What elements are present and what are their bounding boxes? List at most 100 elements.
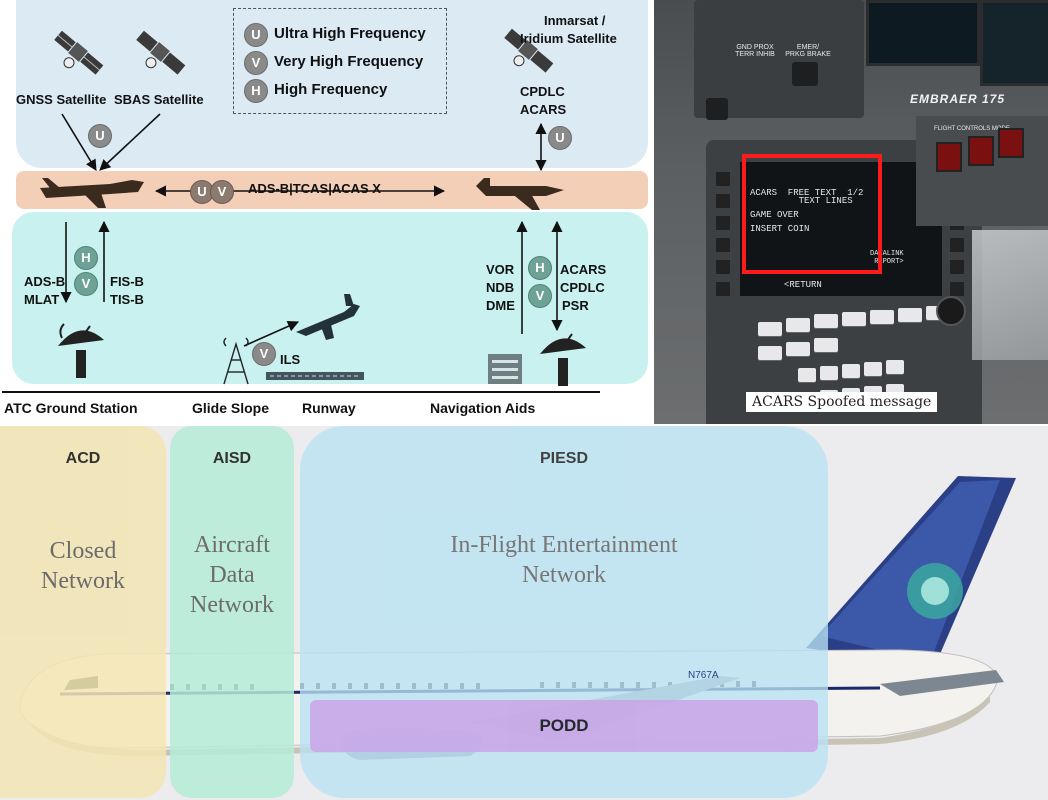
sbas-satellite-icon <box>136 30 186 75</box>
vhf-badge-atc: V <box>74 272 98 296</box>
vor-label: VOR <box>486 262 515 277</box>
hf-badge-nav: H <box>528 256 552 280</box>
screen-line-4: INSERT COIN <box>750 224 810 234</box>
spoofed-message-highlight <box>742 154 882 274</box>
vhf-badge: V <box>244 51 268 75</box>
uhf-badge: U <box>244 23 268 47</box>
nav-building-icon <box>488 354 522 384</box>
embraer-brand: EMBRAER 175 <box>910 92 1006 106</box>
red-indicator-3 <box>998 128 1024 158</box>
flight-controls-label: FLIGHT CONTROLS MODE <box>934 126 1010 132</box>
piesd-body-line-1: In-Flight Entertainment <box>450 532 678 558</box>
screen-line-3: GAME OVER <box>750 210 799 220</box>
comm-diagram: U Ultra High Frequency V Very High Frequ… <box>0 0 652 424</box>
inmarsat-label-line1: Inmarsat / <box>544 13 606 28</box>
podd-label: PODD <box>539 716 589 735</box>
key-e <box>886 360 904 374</box>
aisd-zone: AISD Aircraft Data Network <box>170 426 294 798</box>
key-b <box>820 366 838 380</box>
atc-dish-icon <box>58 323 104 378</box>
piesd-zone-title: PIESD <box>539 450 588 467</box>
acd-zone: ACD Closed Network <box>0 426 166 798</box>
vhf-badge-air: V <box>210 180 234 204</box>
aircraft-left-icon <box>40 178 144 208</box>
key-c <box>842 364 860 378</box>
glare-shield <box>972 230 1048 360</box>
aisd-body-line-3: Network <box>190 592 274 618</box>
photo-caption: ACARS Spoofed message <box>746 392 938 412</box>
hf-badge-atc: H <box>74 246 98 270</box>
diagram-lines <box>2 28 600 393</box>
atc-ground-station-label: ATC Ground Station <box>4 400 138 416</box>
aircraft-domains: ACD Closed Network AISD Aircraft Data Ne… <box>0 426 1048 800</box>
mcdu-knob <box>936 296 966 326</box>
key-menu <box>758 346 782 360</box>
inmarsat-satellite-icon <box>504 28 554 73</box>
key-dlk <box>786 342 810 356</box>
aircraft-right-icon <box>476 178 564 210</box>
glide-slope-tower-icon <box>223 337 249 385</box>
acd-body-line-1: Closed <box>49 538 117 564</box>
aisd-zone-title: AISD <box>212 450 252 467</box>
gnss-satellite-label: GNSS Satellite <box>16 92 107 107</box>
legend-uhf-label: Ultra High Frequency <box>274 25 426 42</box>
key-a <box>798 368 816 382</box>
screen-line-2: TEXT LINES <box>750 196 853 206</box>
gnss-satellite-icon <box>54 30 104 75</box>
dme-label: DME <box>486 298 515 313</box>
hf-badge: H <box>244 79 268 103</box>
legend-vhf-label: Very High Frequency <box>274 53 424 70</box>
key-next <box>814 338 838 352</box>
vhf-badge-nav: V <box>528 284 552 308</box>
tis-b-label: TIS-B <box>110 292 144 307</box>
tail-logo-icon <box>907 563 963 619</box>
cockpit-photo: GND PROX TERR INHIB EMER/ PRKG BRAKE EMB… <box>654 0 1048 424</box>
piesd-zone-body: In-Flight Entertainment Network <box>300 530 828 590</box>
air-link-label: ADS-B|TCAS|ACAS X <box>248 181 381 196</box>
key-nav <box>786 318 810 332</box>
mfd-display <box>980 0 1048 86</box>
psr-label: PSR <box>562 298 589 313</box>
acd-zone-title: ACD <box>65 450 101 467</box>
aisd-zone-body: Aircraft Data Network <box>170 530 294 620</box>
satcom-acars-label: ACARS <box>520 102 567 117</box>
gnd-prox-switch <box>706 98 728 120</box>
acd-body-line-2: Network <box>41 568 125 594</box>
nav-acars-label: ACARS <box>560 262 607 277</box>
mlat-label: MLAT <box>24 292 60 307</box>
gnd-prox-label: GND PROX TERR INHIB <box>735 44 775 58</box>
piesd-body-line-2: Network <box>522 562 606 588</box>
key-rte <box>898 308 922 322</box>
nav-cpdlc-label: CPDLC <box>560 280 605 295</box>
emer-brake-switch <box>792 62 818 86</box>
uhf-badge-satellites: U <box>88 124 112 148</box>
acd-zone-body: Closed Network <box>0 536 166 596</box>
key-fpl <box>842 312 866 326</box>
sbas-satellite-label: SBAS Satellite <box>114 92 204 107</box>
satcom-cpdlc-label: CPDLC <box>520 84 565 99</box>
pfd-display <box>866 0 980 66</box>
red-indicator-2 <box>968 136 994 166</box>
mcdu-screen-text: ACARS FREE TEXT 1/2 TEXT LINES GAME OVER… <box>750 186 930 236</box>
navigation-aids-label: Navigation Aids <box>430 400 536 416</box>
legend-hf-label: High Frequency <box>274 81 388 98</box>
glide-slope-label: Glide Slope <box>192 400 270 416</box>
ils-label: ILS <box>280 352 301 367</box>
aisd-body-line-1: Aircraft <box>194 532 270 558</box>
registration-mark: N767A <box>688 670 719 681</box>
red-indicator-1 <box>936 142 962 172</box>
ads-b-label: ADS-B <box>24 274 66 289</box>
datalink-label: DATALINK REPORT> <box>870 250 904 266</box>
aircraft-landing-icon <box>296 294 360 340</box>
key-prev <box>814 314 838 328</box>
return-label: <RETURN <box>784 280 822 290</box>
emer-label: EMER/ PRKG BRAKE <box>785 44 831 58</box>
vhf-badge-ils: V <box>252 342 276 366</box>
ndb-label: NDB <box>486 280 515 295</box>
lsk-left-column <box>716 172 730 302</box>
podd-zone: PODD <box>310 700 818 752</box>
nav-dish-icon <box>540 333 586 386</box>
aisd-body-line-2: Data <box>209 562 255 588</box>
screen-line-1: ACARS FREE TEXT 1/2 <box>750 188 864 198</box>
key-prog <box>870 310 894 324</box>
